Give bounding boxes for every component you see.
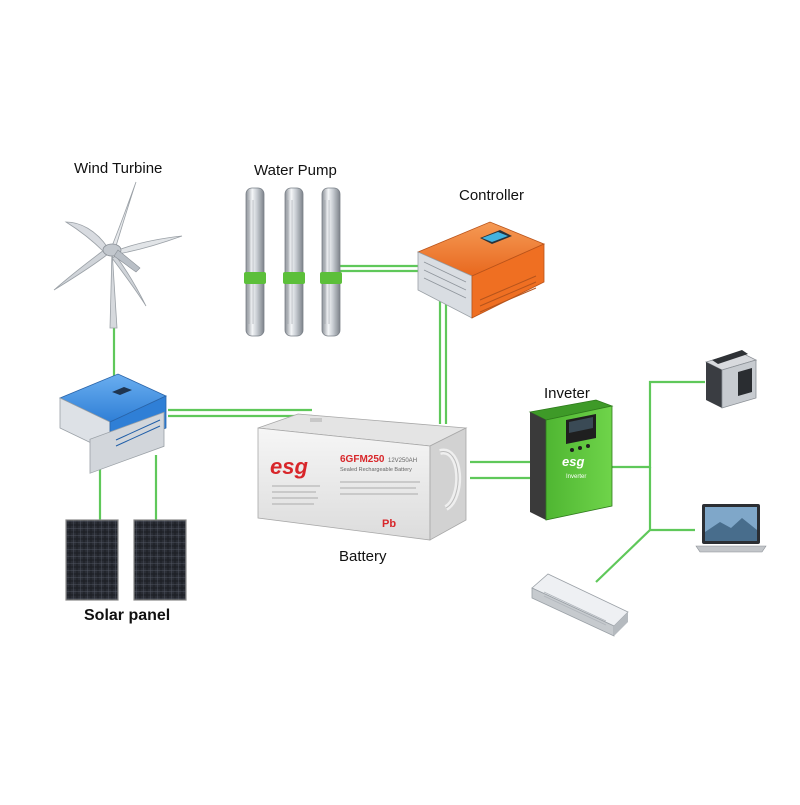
wind-turbine-label: Wind Turbine bbox=[74, 160, 163, 177]
inverter-product-text: Inverter bbox=[566, 474, 586, 480]
wire-inverter-to-laptop bbox=[648, 467, 695, 532]
battery-icon: esg 6GFM250 12V250AH Sealed Rechargeable… bbox=[257, 413, 468, 541]
battery-pb: Pb bbox=[382, 518, 396, 530]
battery-subtitle: Sealed Rechargeable Battery bbox=[340, 467, 412, 473]
wire-inverter-to-fridge bbox=[612, 380, 705, 469]
battery-model: 6GFM250 bbox=[340, 454, 385, 465]
water-pump-3 bbox=[320, 187, 342, 337]
wind-turbine-icon bbox=[53, 181, 183, 329]
wind-controller-icon bbox=[59, 373, 167, 474]
laptop-icon bbox=[695, 504, 767, 553]
water-pump-2 bbox=[283, 187, 305, 337]
battery-label: Battery bbox=[339, 548, 387, 565]
solar-panel-1 bbox=[65, 519, 119, 601]
inverter-label: Inveter bbox=[544, 385, 590, 402]
controller-label: Controller bbox=[459, 187, 525, 204]
solar-controller-icon bbox=[416, 221, 546, 319]
solar-panel-icon bbox=[65, 519, 187, 601]
water-pump-label: Water Pump bbox=[254, 162, 337, 179]
battery-spec: 12V250AH bbox=[388, 458, 417, 464]
inverter-logo: esg bbox=[562, 454, 584, 469]
solar-panel-label: Solar panel bbox=[84, 607, 171, 624]
water-pump-icon bbox=[244, 187, 342, 337]
air-conditioner-icon bbox=[531, 573, 629, 637]
solar-panel-2 bbox=[133, 519, 187, 601]
water-pump-1 bbox=[244, 187, 266, 337]
wires bbox=[98, 264, 705, 583]
portable-fridge-icon bbox=[704, 350, 758, 409]
inverter-icon: esg Inverter bbox=[528, 399, 614, 521]
wire-inverter-to-air-conditioner bbox=[595, 529, 651, 583]
battery-logo: esg bbox=[270, 454, 308, 479]
